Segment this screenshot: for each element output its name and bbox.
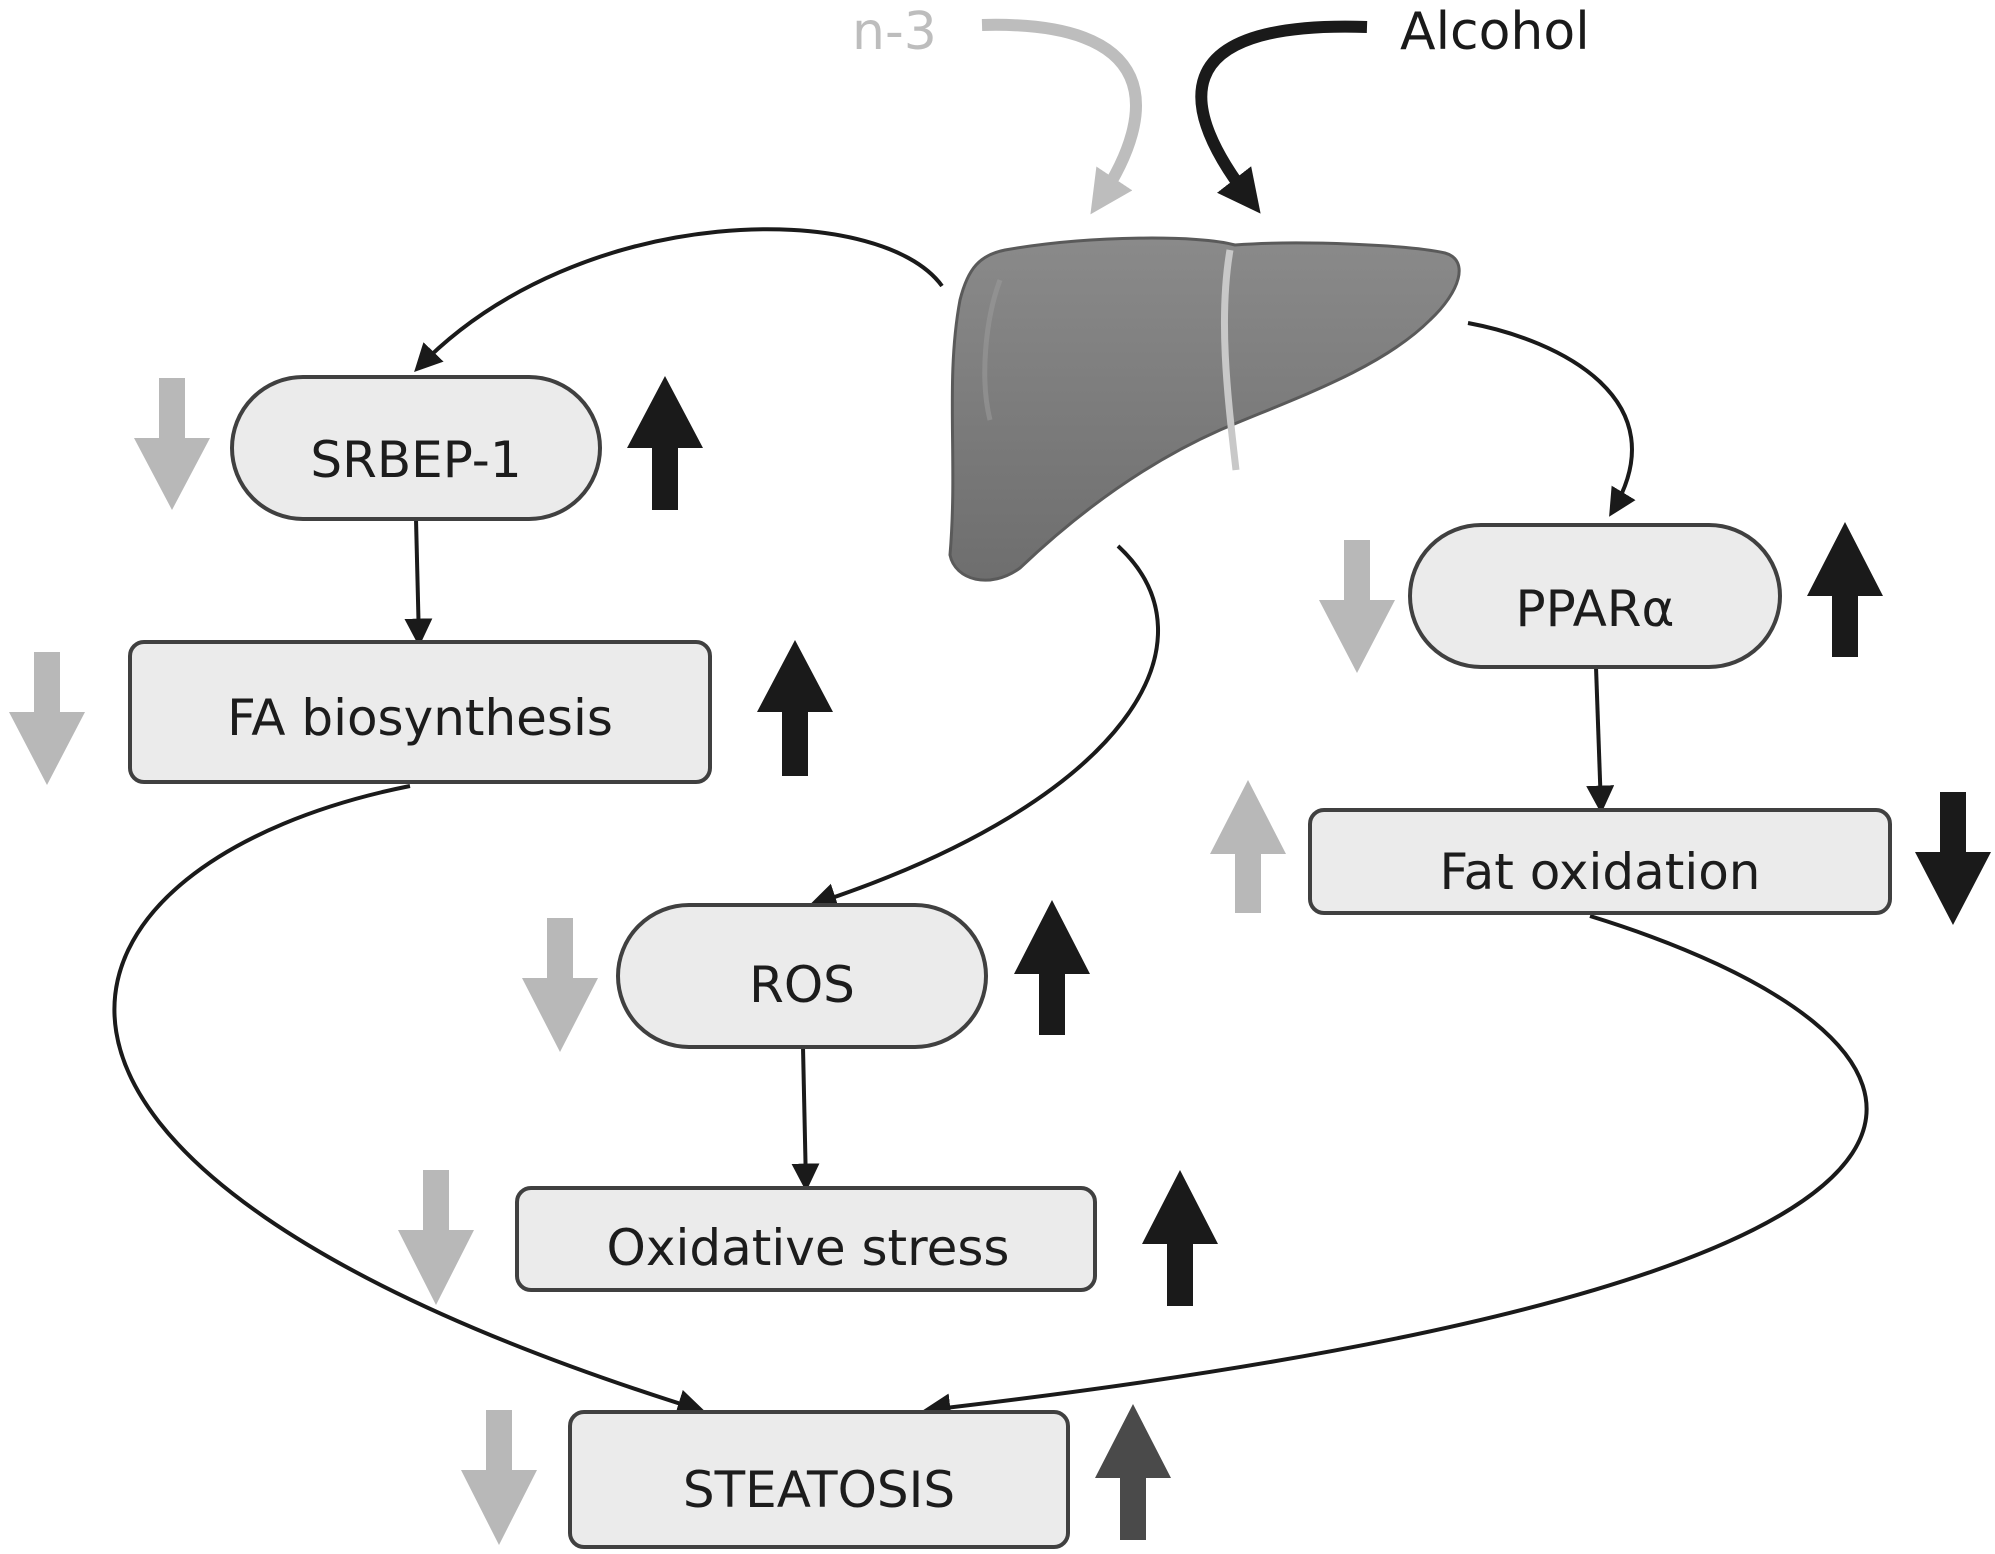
node-fa-biosynthesis: FA biosynthesis [128,640,712,784]
node-steatosis: STEATOSIS [568,1410,1070,1549]
liver-to-ppara-line [1467,321,1636,517]
steatosis-label: STEATOSIS [683,1461,955,1519]
ros-alcohol-up-arrow-icon [1014,900,1090,1035]
liver-to-ros-line [808,544,1160,911]
fatox-alcohol-down-arrow-icon [1915,792,1991,925]
fat-oxidation-label: Fat oxidation [1440,843,1761,901]
fa-to-steatosis-line [112,784,706,1417]
fatox-to-steatosis-line [922,914,1869,1422]
fa-n3-down-arrow-icon [9,652,85,785]
oxidative-stress-label: Oxidative stress [607,1219,1010,1277]
n3-input-arrow [981,18,1142,215]
srbep1-alcohol-up-arrow-icon [627,376,703,510]
fatox-n3-up-arrow-icon [1210,780,1286,913]
ppara-n3-down-arrow-icon [1319,540,1395,673]
node-ros: ROS [616,903,988,1049]
ros-n3-down-arrow-icon [522,918,598,1052]
liver-icon [948,236,1461,582]
fa-alcohol-up-arrow-icon [757,640,833,776]
node-srbep1: SRBEP-1 [230,375,602,521]
alcohol-input-label: Alcohol [1400,2,1590,62]
srbep1-label: SRBEP-1 [310,431,521,489]
ppara-alcohol-up-arrow-icon [1807,522,1883,657]
steatosis-n3-down-arrow-icon [461,1410,537,1545]
node-ppara: PPARα [1408,523,1782,669]
oxstress-n3-down-arrow-icon [398,1170,474,1305]
steatosis-alcohol-up-arrow-icon [1095,1404,1171,1540]
srbep1-n3-down-arrow-icon [134,378,210,510]
alcohol-input-arrow [1195,20,1368,214]
node-fat-oxidation: Fat oxidation [1308,808,1892,915]
node-oxidative-stress: Oxidative stress [515,1186,1097,1292]
liver-to-srbep1-line [414,227,944,373]
srbep1-to-fa-line [404,518,433,647]
ros-to-oxstress-line [791,1046,820,1192]
ppara-to-fatox-line [1586,666,1615,814]
ros-label: ROS [749,956,855,1014]
n3-input-label: n-3 [852,2,937,62]
fa-biosynthesis-label: FA biosynthesis [227,689,613,747]
oxstress-alcohol-up-arrow-icon [1142,1170,1218,1306]
ppara-label: PPARα [1515,580,1674,638]
